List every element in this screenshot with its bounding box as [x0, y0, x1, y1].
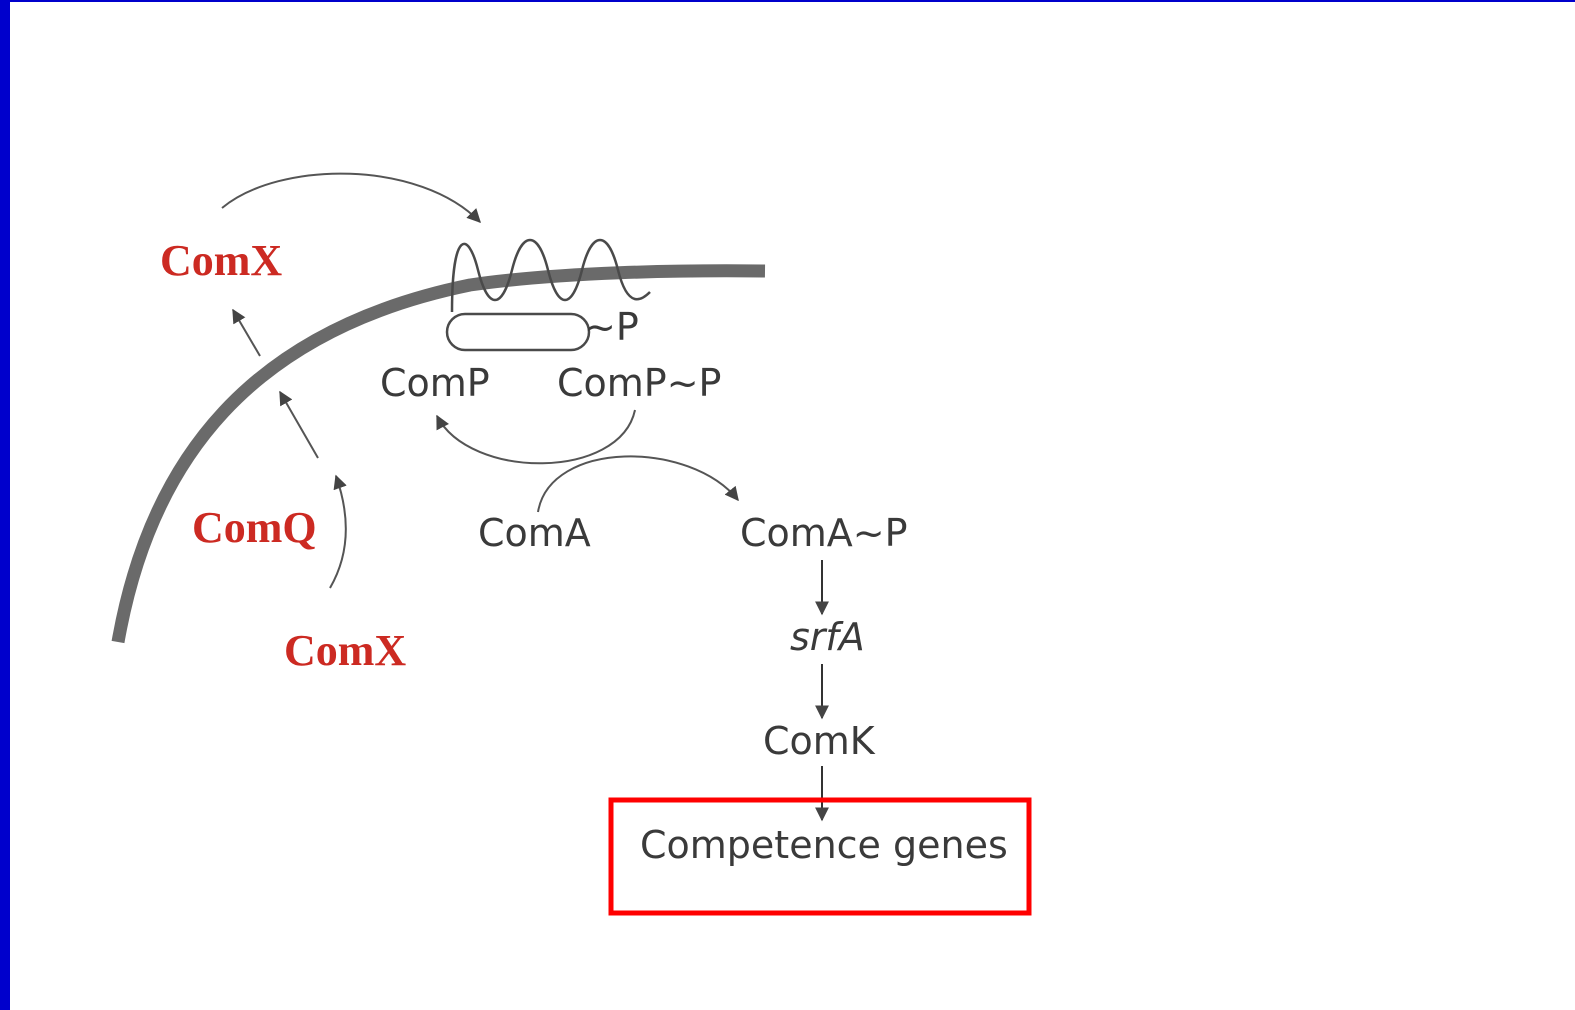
comx-to-receptor-arrow — [221, 172, 481, 224]
comp-cytoplasmic-domain — [445, 312, 591, 352]
competence-genes-label: Competence genes — [640, 823, 1008, 867]
arrow-to-comx-top — [232, 308, 261, 357]
slide-left-frame — [0, 0, 10, 1010]
coma-phosphorylation-arrow — [537, 455, 739, 513]
srfa-label: srfA — [790, 615, 865, 659]
comx-processing-arrow — [329, 474, 347, 589]
coma-label: ComA — [478, 511, 591, 555]
comp-p-label: ComP~P — [557, 361, 721, 405]
comk-label: ComK — [763, 719, 876, 763]
comx-top-label: ComX — [160, 236, 282, 285]
comq-label: ComQ — [192, 503, 317, 552]
comq-export-arrow — [279, 390, 319, 459]
comx-bottom-label: ComX — [284, 626, 406, 675]
coma-p-label: ComA~P — [740, 511, 908, 555]
comp-dephosphorylation-arrow — [436, 409, 636, 465]
comp-transmembrane-helices — [450, 238, 651, 313]
cell-membrane — [111, 264, 766, 644]
slide-top-frame — [0, 0, 1575, 2]
phosphate-label: ~P — [584, 305, 639, 349]
competence-genes-highlight-box — [608, 797, 1032, 916]
comp-label: ComP — [380, 361, 490, 405]
